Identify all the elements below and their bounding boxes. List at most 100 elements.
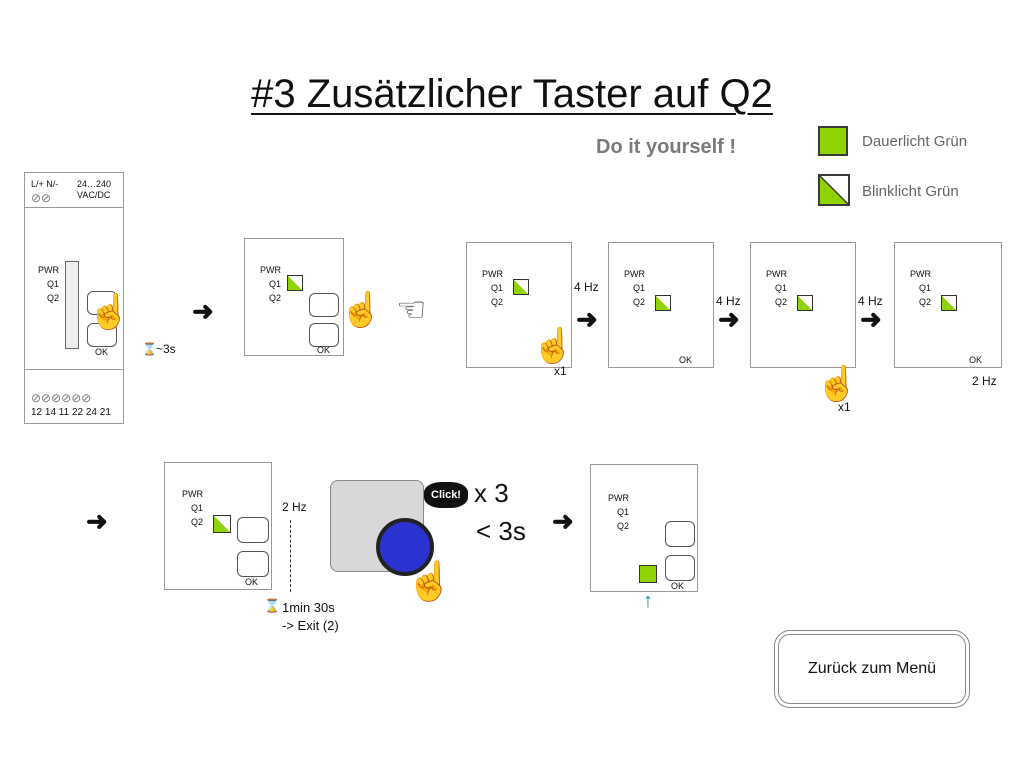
page-title: #3 Zusätzlicher Taster auf Q2 [0, 72, 1024, 117]
bottom-terminal-label: 12 14 11 22 24 21 [31, 407, 111, 418]
step-panel-2: PWR Q1 Q2 OK [244, 238, 344, 356]
back-to-menu-label: Zurück zum Menü [807, 660, 937, 677]
label-q2: Q2 [774, 297, 787, 307]
ok-label: OK [317, 345, 331, 355]
label-pwr: PWR [482, 269, 503, 279]
ok-label: OK [679, 355, 693, 365]
hand-press-icon: ☝ [532, 327, 575, 365]
set-button[interactable] [237, 517, 269, 543]
step-panel-3: PWR Q1 Q2 [466, 242, 572, 368]
led-q2-blink [797, 295, 813, 311]
label-pwr: PWR [182, 489, 203, 499]
label-q1: Q1 [490, 283, 503, 293]
ok-label: OK [245, 577, 259, 587]
ok-button[interactable] [309, 323, 339, 347]
click-badge: Click! [424, 482, 468, 508]
ok-button[interactable] [237, 551, 269, 577]
page-title-text: #3 Zusätzlicher Taster auf Q2 [251, 72, 773, 116]
step-panel-8: PWR Q1 Q2 OK [590, 464, 698, 592]
label-q1: Q1 [918, 283, 931, 293]
frequency-label: 2 Hz [972, 374, 997, 388]
timeline-dashed [290, 520, 291, 592]
divider [25, 207, 123, 208]
led-q2-blink [655, 295, 671, 311]
label-q1: Q1 [616, 507, 629, 517]
hourglass-icon: ⌛ [142, 342, 157, 356]
hand-press-icon: ☝ [406, 561, 454, 603]
label-q2: Q2 [616, 521, 629, 531]
hand-point-icon: ☜ [396, 291, 427, 329]
label-q2: Q2 [46, 293, 59, 303]
set-button[interactable] [87, 291, 117, 315]
label-q1: Q1 [46, 279, 59, 289]
divider [25, 369, 123, 370]
label-q1: Q1 [774, 283, 787, 293]
hourglass-icon: ⌛ [264, 598, 281, 613]
step-panel-6: PWR Q1 Q2 OK [894, 242, 1002, 368]
terminal-screws-bottom: ⊘⊘⊘⊘⊘⊘ [31, 391, 92, 405]
led-steady [639, 565, 657, 583]
label-pwr: PWR [766, 269, 787, 279]
led-q2-blink [941, 295, 957, 311]
step-arrow: ➜ [192, 296, 214, 326]
label-q1: Q1 [632, 283, 645, 293]
terminal-screws-top: ⊘⊘ [31, 191, 52, 205]
legend-steady-swatch [818, 126, 848, 156]
voltage-type: VAC/DC [77, 190, 111, 200]
ok-button[interactable] [87, 323, 117, 347]
label-q2: Q2 [632, 297, 645, 307]
label-q1: Q1 [190, 503, 203, 513]
step-arrow: ➜ [552, 506, 574, 536]
step-panel-4: PWR Q1 Q2 OK [608, 242, 714, 368]
led-q2-blink [213, 515, 231, 533]
hold-time: ~3s [156, 342, 176, 356]
label-q2: Q2 [918, 297, 931, 307]
led-q1-blink [287, 275, 303, 291]
frequency-label: 4 Hz [858, 294, 883, 308]
set-button[interactable] [665, 521, 695, 547]
ok-button[interactable] [665, 555, 695, 581]
led-column [65, 261, 79, 349]
ok-label: OK [969, 355, 983, 365]
label-pwr: PWR [260, 265, 281, 275]
step-arrow: ➜ [718, 304, 740, 334]
step-arrow: ➜ [860, 304, 882, 334]
press-count: x1 [838, 400, 851, 414]
press-count: x1 [554, 364, 567, 378]
frequency-label: 2 Hz [282, 500, 307, 514]
label-q1: Q1 [268, 279, 281, 289]
step-panel-7: PWR Q1 Q2 OK [164, 462, 272, 590]
arrow-up-icon: ↑ [643, 590, 653, 612]
relay-device: L/+ N/- 24…240 VAC/DC ⊘⊘ PWR Q1 Q2 OK ⊘⊘… [24, 172, 124, 424]
voltage-range: 24…240 [77, 179, 112, 189]
click-within: < 3s [476, 516, 526, 546]
step-arrow: ➜ [86, 506, 108, 536]
back-to-menu-button[interactable]: Zurück zum Menü [778, 634, 966, 704]
timeout-label: 1min 30s [282, 600, 335, 615]
label-q2: Q2 [190, 517, 203, 527]
led-q1-blink [513, 279, 529, 295]
set-button[interactable] [309, 293, 339, 317]
legend-blink-swatch [818, 174, 850, 206]
hand-point-icon: ☝ [340, 291, 383, 329]
ok-label: OK [95, 347, 109, 357]
hand-press-icon: ☝ [816, 365, 859, 403]
label-q2: Q2 [268, 293, 281, 303]
frequency-label: 4 Hz [574, 280, 599, 294]
label-pwr: PWR [38, 265, 59, 275]
top-terminal-label: L/+ N/- [31, 179, 59, 189]
pushbutton-cap[interactable] [376, 518, 434, 576]
step-panel-5: PWR Q1 Q2 [750, 242, 856, 368]
subtitle: Do it yourself ! [596, 136, 737, 158]
ok-label: OK [671, 581, 685, 591]
legend-blink-label: Blinklicht Grün [862, 183, 959, 200]
label-pwr: PWR [624, 269, 645, 279]
legend-steady-label: Dauerlicht Grün [862, 133, 968, 150]
click-times: x 3 [474, 478, 509, 508]
hand-press-icon: ☝ [88, 293, 131, 331]
label-pwr: PWR [608, 493, 629, 503]
label-q2: Q2 [490, 297, 503, 307]
frequency-label: 4 Hz [716, 294, 741, 308]
label-pwr: PWR [910, 269, 931, 279]
step-arrow: ➜ [576, 304, 598, 334]
